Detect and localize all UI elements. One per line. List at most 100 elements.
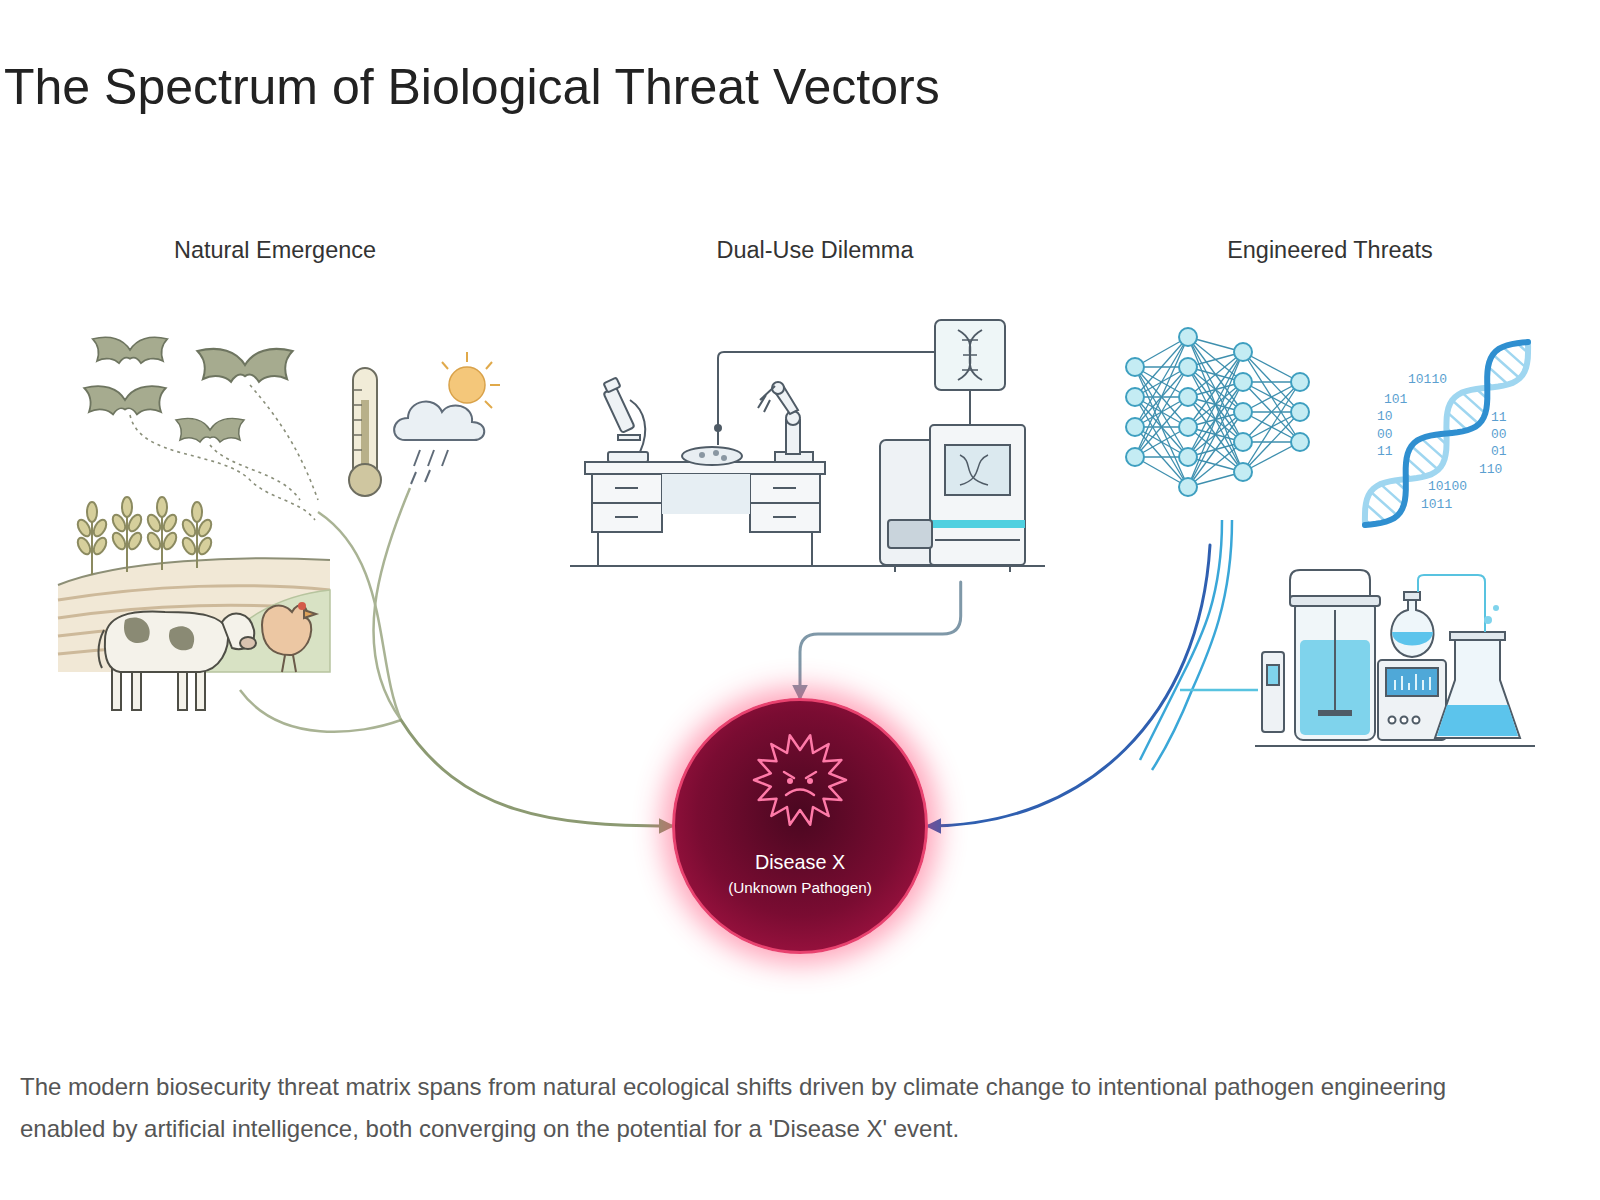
lab-instrument (1395, 674, 1430, 690)
wheat-stalks (180, 518, 198, 539)
petri-dish (699, 452, 705, 458)
flasks (1437, 705, 1518, 736)
binary-digits: 101 (1384, 393, 1407, 406)
network-node (1179, 478, 1197, 496)
cow (99, 612, 257, 710)
bioreactor (1318, 710, 1352, 716)
lab-bench (750, 474, 820, 532)
binary-digits: 10 (1377, 410, 1393, 423)
network-node (1291, 433, 1309, 451)
lab-bench (662, 474, 750, 514)
flow-arrow (928, 545, 1210, 826)
microscope (618, 435, 640, 440)
dna-box (962, 340, 978, 370)
lab-instrument (1378, 660, 1446, 740)
thermometer-icon (349, 368, 381, 496)
network-node (1126, 388, 1144, 406)
chicken (282, 655, 285, 672)
wheat-stalks (126, 513, 144, 534)
sequencer-machine (570, 565, 1045, 567)
weather-icon (449, 367, 485, 403)
network-node (1234, 463, 1252, 481)
thermometer-icon (353, 434, 362, 436)
wheat-stalks (145, 513, 163, 534)
lab-instrument (1401, 676, 1403, 690)
cow (105, 612, 228, 672)
weather-icon (442, 450, 448, 466)
lab-bench (592, 474, 662, 532)
flasks (1418, 575, 1485, 632)
network-node (1126, 448, 1144, 466)
wheat-stalks (126, 531, 144, 552)
wheat-stalks (157, 497, 167, 517)
lab-bench (615, 516, 638, 518)
bioreactor (1267, 665, 1279, 685)
wheat-stalks (161, 513, 179, 534)
network-node (1126, 358, 1144, 376)
pathogen-circle: Disease X(Unknown Pathogen) (672, 698, 928, 954)
chicken (304, 610, 316, 618)
binary-digits: 1011 (1421, 498, 1452, 511)
wheat-stalks (91, 515, 93, 575)
petri-dish (682, 447, 742, 465)
control-wires (718, 352, 935, 445)
sequencer-machine (570, 425, 1045, 572)
control-wires (715, 425, 721, 431)
weather-icon (411, 472, 416, 484)
virus-outline (754, 735, 846, 825)
lab-instrument (1408, 683, 1410, 690)
chicken (298, 602, 306, 610)
sequencer-machine (930, 425, 1025, 565)
binary-digits: 110 (1479, 463, 1502, 476)
fields (58, 558, 330, 585)
flasks (1255, 745, 1535, 747)
binary-digits: 10110 (1408, 373, 1447, 386)
network-link (1243, 382, 1300, 472)
virus-icon (672, 698, 928, 954)
weather-icon (394, 352, 500, 484)
network-node (1234, 433, 1252, 451)
flow-arrow (401, 720, 672, 826)
robot-arm (758, 386, 775, 412)
helix-strand (1365, 342, 1528, 525)
flow-arrow (800, 582, 961, 698)
node-title: Disease X (675, 851, 925, 874)
network-node (1291, 373, 1309, 391)
lab-instrument (1394, 680, 1396, 690)
bioreactor (1290, 596, 1380, 606)
engineered-strands (1152, 520, 1232, 770)
flasks (1484, 616, 1492, 624)
wheat-stalks (75, 536, 93, 557)
weather-icon (425, 470, 430, 482)
lab-bench (811, 532, 813, 565)
network-link (1135, 367, 1188, 457)
bats (84, 337, 292, 442)
dotted-paths (130, 415, 315, 520)
binary-digits: 11 (1491, 411, 1507, 424)
binary-digits: 01 (1491, 445, 1507, 458)
lab-bench (592, 502, 662, 504)
chicken (293, 655, 296, 672)
flasks (1435, 640, 1520, 738)
dotted-paths (130, 385, 318, 520)
dna-box (963, 354, 977, 356)
lab-bench (773, 487, 796, 489)
lab-bench (597, 532, 599, 565)
virus-face (807, 778, 813, 784)
wheat-stalks (145, 531, 163, 552)
weather-icon (490, 384, 500, 386)
network-node (1126, 418, 1144, 436)
flasks (1392, 632, 1433, 646)
binary-digits: 11 (1377, 445, 1393, 458)
thermometer-icon (353, 419, 362, 421)
helix-rung (1447, 412, 1467, 430)
threat-category: Natural Emergence (50, 225, 500, 720)
lab-instrument (1386, 668, 1438, 696)
sequencer-machine (930, 520, 1025, 528)
natural-strands (240, 488, 410, 732)
bats (93, 337, 168, 363)
lab-instrument (1429, 677, 1431, 690)
natural-strands (318, 512, 401, 720)
chicken (262, 602, 316, 672)
